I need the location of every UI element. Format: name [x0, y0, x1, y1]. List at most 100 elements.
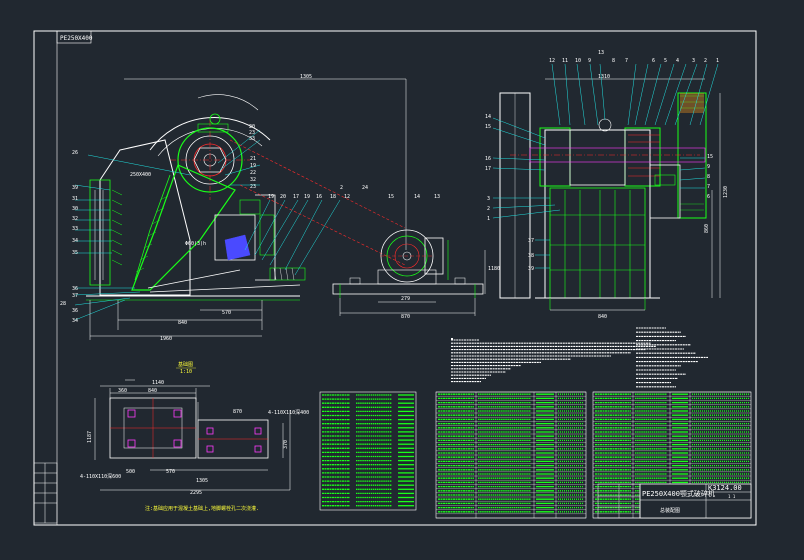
- side-left-callout-1: 15: [485, 124, 491, 130]
- side-left-callout-6: 1: [487, 216, 490, 222]
- technical-notes: [451, 338, 656, 383]
- front-left-callout-1: 39: [72, 185, 78, 191]
- side-view: 1310: [485, 50, 729, 320]
- side-top-callout-11: 2: [704, 58, 707, 64]
- side-right-callout-2: 8: [707, 174, 710, 180]
- side-left-callout-7: 37: [528, 238, 534, 244]
- side-left-callout-0: 14: [485, 114, 491, 120]
- front-dim-inner: 570: [222, 310, 231, 316]
- front-left-callout-6: 34: [72, 238, 78, 244]
- front-view: 1305: [60, 74, 500, 342]
- side-top-callout-0: 12: [549, 58, 555, 64]
- motor-dim-base: 279: [401, 296, 410, 302]
- motor-dim-height: 1180: [488, 266, 500, 272]
- side-top-callout-5: 8: [612, 58, 615, 64]
- foundation-plan: 基础图 1:10 1140 840 360 870 1305 2295 570 …: [80, 361, 309, 512]
- side-left-callout-2: 16: [485, 156, 491, 162]
- spec-block: [636, 327, 708, 388]
- fp-dim-w2: 840: [148, 388, 157, 394]
- side-left-callout-9: 39: [528, 266, 534, 272]
- front-callout-15: 2: [340, 185, 343, 191]
- side-top-callout-8: 5: [664, 58, 667, 64]
- motor-dim-overall: 870: [401, 314, 410, 320]
- front-left-callout-9: 37: [72, 293, 78, 299]
- front-callout-4: 19: [250, 163, 256, 169]
- front-callout-16: 24: [362, 185, 368, 191]
- front-callout-19: 13: [434, 194, 440, 200]
- side-top-callout-6: 7: [625, 58, 628, 64]
- side-left-callout-4: 3: [487, 196, 490, 202]
- side-top-callout-9: 4: [676, 58, 679, 64]
- front-left-callout-11: 36: [72, 308, 78, 314]
- front-callout-11: 19: [304, 194, 310, 200]
- fp-footnote: 注:基础应用于混凝土基础上,地脚螺栓孔二次浇灌.: [145, 505, 259, 512]
- fp-dim-h1: 1187: [87, 431, 93, 443]
- parts-list-main: [435, 391, 587, 519]
- front-left-callout-7: 35: [72, 250, 78, 256]
- front-dim-overall: 1960: [160, 336, 172, 342]
- front-callout-9: 20: [280, 194, 286, 200]
- fp-dim-w4: 870: [233, 409, 242, 415]
- front-callout-17: 15: [388, 194, 394, 200]
- title-subtitle: 总装配图: [660, 507, 680, 514]
- foundation-scale: 1:10: [180, 369, 192, 375]
- side-top-callout-10: 3: [692, 58, 695, 64]
- side-top-callout-4: 13: [598, 50, 604, 56]
- left-margin-table: [33, 462, 58, 524]
- front-callout-13: 18: [330, 194, 336, 200]
- title-block: K3124.00 PE250X400颚式破碎机 1 1 总装配图: [597, 483, 752, 519]
- side-top-callout-12: 1: [716, 58, 719, 64]
- side-dim-right-outer: 1230: [723, 186, 729, 198]
- side-top-callout-3: 9: [588, 58, 591, 64]
- front-left-callout-8: 36: [72, 286, 78, 292]
- side-right-callout-1: 9: [707, 164, 710, 170]
- drawing-code-tag: PE250X400: [60, 35, 93, 42]
- front-callout-1: 23: [249, 130, 255, 136]
- title-name: PE250X400颚式破碎机: [642, 489, 715, 498]
- fp-hole-note-2: 4-110X110深400: [268, 409, 309, 416]
- front-callout-10: 17: [293, 194, 299, 200]
- side-top-callout-2: 10: [575, 58, 581, 64]
- side-right-callout-3: 7: [707, 184, 710, 190]
- side-dim-right-inner: 860: [704, 224, 710, 233]
- parts-list-green: [319, 391, 417, 511]
- side-top-callout-1: 11: [562, 58, 568, 64]
- front-callout-3: 21: [250, 156, 256, 162]
- fp-dim-w3: 360: [118, 388, 127, 394]
- front-left-callout-0: 26: [72, 150, 78, 156]
- title-drawing-number: K3124.00: [708, 484, 742, 492]
- fp-hole-note-1: 4-110X110深600: [80, 473, 121, 480]
- front-callout-12: 16: [316, 194, 322, 200]
- front-dim-body: 840: [178, 320, 187, 326]
- front-callout-6: 32: [250, 177, 256, 183]
- jaw-size-label: 250X400: [130, 172, 151, 178]
- front-callout-0: 20: [249, 124, 255, 130]
- side-left-callout-8: 38: [528, 253, 534, 259]
- front-callout-18: 14: [414, 194, 420, 200]
- side-right-callout-0: 15: [707, 154, 713, 160]
- front-dim-top: 1305: [300, 74, 312, 80]
- fp-dim-h2: 370: [283, 440, 289, 449]
- fp-dim-w6: 2295: [190, 490, 202, 496]
- front-left-callout-12: 34: [72, 318, 78, 324]
- side-dim-bottom: 840: [598, 314, 607, 320]
- fp-dim-w7: 570: [166, 469, 175, 475]
- side-left-callout-5: 2: [487, 206, 490, 212]
- feed-label: Φ60(3)h: [185, 241, 206, 247]
- front-left-callout-10: 28: [60, 301, 66, 307]
- foundation-title: 基础图: [178, 361, 193, 368]
- front-callout-14: 12: [344, 194, 350, 200]
- front-left-callout-4: 32: [72, 216, 78, 222]
- front-left-callout-3: 30: [72, 206, 78, 212]
- side-top-callout-7: 6: [652, 58, 655, 64]
- side-dim-top: 1310: [598, 74, 610, 80]
- front-callout-8: 19: [268, 194, 274, 200]
- sheet-border: [33, 30, 757, 526]
- fp-dim-w1: 1140: [152, 380, 164, 386]
- title-sheet: 1 1: [728, 494, 736, 499]
- front-left-callout-5: 33: [72, 226, 78, 232]
- front-callout-2: 33: [249, 136, 255, 142]
- fp-dim-w8: 500: [126, 469, 135, 475]
- front-left-callout-2: 31: [72, 196, 78, 202]
